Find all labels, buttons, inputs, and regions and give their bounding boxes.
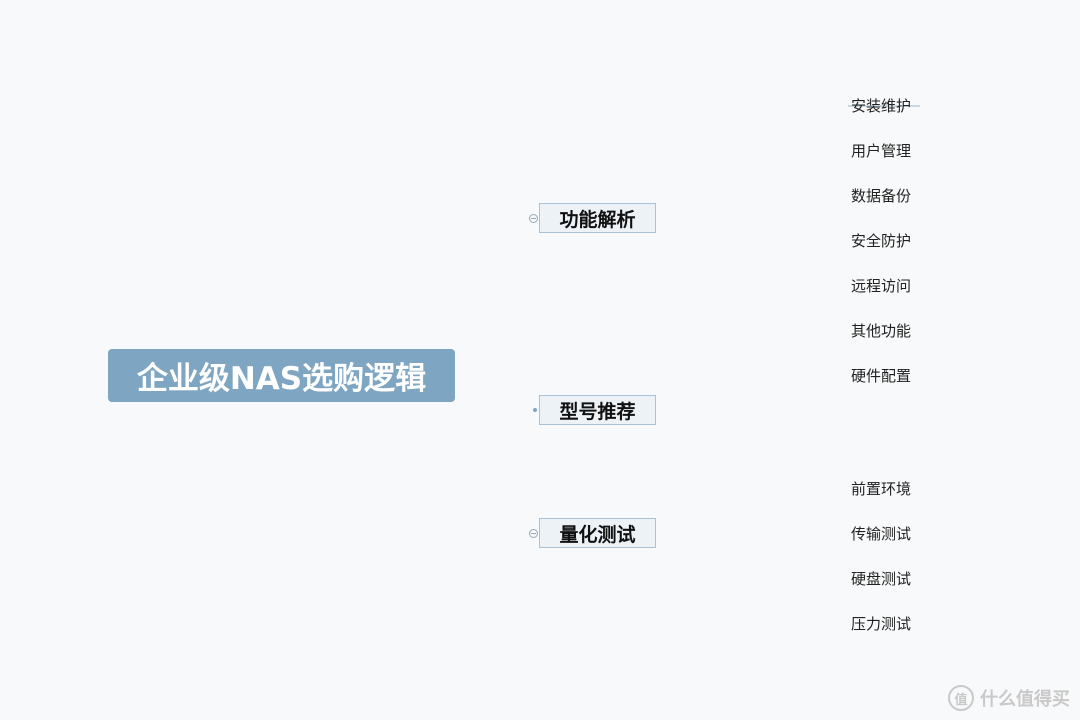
leaf-node[interactable]: 安装维护 <box>851 97 912 115</box>
leaf-node[interactable]: 用户管理 <box>851 142 912 160</box>
leaf-node[interactable]: 远程访问 <box>851 277 912 295</box>
leaf-node[interactable]: 传输测试 <box>851 525 912 543</box>
leaf-node[interactable]: 前置环境 <box>851 480 912 498</box>
branch-node-recommendations[interactable]: 型号推荐 <box>539 395 656 425</box>
leaf-node[interactable]: 硬盘测试 <box>851 570 912 588</box>
branch-node-functions[interactable]: 功能解析 <box>539 203 656 233</box>
leaf-node[interactable]: 硬件配置 <box>851 367 912 385</box>
branch-node-tests[interactable]: 量化测试 <box>539 518 656 548</box>
watermark-text: 什么值得买 <box>980 689 1070 710</box>
branch-label: 功能解析 <box>559 208 636 231</box>
leaf-node[interactable]: 压力测试 <box>851 615 912 633</box>
watermark: 值 什么值得买 <box>948 684 1070 712</box>
branch-2-anchor-dot <box>533 408 537 412</box>
root-node[interactable]: 企业级NAS选购逻辑 <box>108 349 455 402</box>
zhi-logo-icon: 值 <box>948 685 974 711</box>
leaf-node[interactable]: 其他功能 <box>851 322 912 340</box>
leaf-node[interactable]: 安全防护 <box>851 232 912 250</box>
root-label: 企业级NAS选购逻辑 <box>136 361 427 397</box>
branch-label: 型号推荐 <box>559 400 636 423</box>
collapse-toggle-branch-1[interactable] <box>529 214 538 223</box>
collapse-toggle-branch-3[interactable] <box>529 529 538 538</box>
branch-label: 量化测试 <box>559 523 636 546</box>
leaf-node[interactable]: 数据备份 <box>851 187 912 205</box>
